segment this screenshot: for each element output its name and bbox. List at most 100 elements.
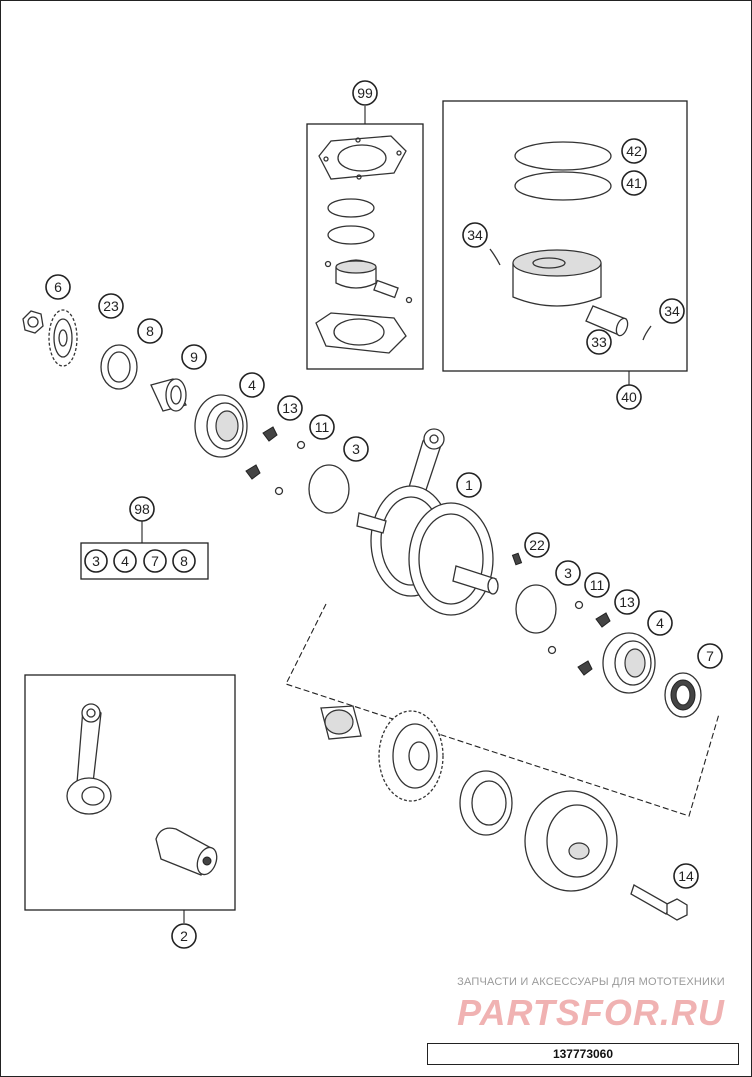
svg-text:7: 7 xyxy=(151,553,159,569)
callout-13-left: 13 xyxy=(277,395,303,421)
svg-text:7: 7 xyxy=(706,648,714,664)
callout-98: 98 xyxy=(129,496,155,522)
callout-22: 22 xyxy=(524,532,550,558)
pin-clip-left xyxy=(489,248,501,266)
callout-3-left: 3 xyxy=(343,436,369,462)
svg-text:34: 34 xyxy=(664,303,680,319)
svg-text:4: 4 xyxy=(656,615,664,631)
svg-text:11: 11 xyxy=(315,419,330,435)
kit98-item-3: 3 xyxy=(84,549,108,573)
svg-text:6: 6 xyxy=(54,279,62,295)
rotor xyxy=(524,790,618,892)
svg-text:4: 4 xyxy=(248,377,256,393)
svg-text:13: 13 xyxy=(282,400,298,416)
svg-text:14: 14 xyxy=(678,868,694,884)
svg-text:23: 23 xyxy=(103,298,119,314)
shaft-seal-8 xyxy=(100,344,138,390)
screw-right-lower xyxy=(547,645,557,655)
pin-clip-right xyxy=(642,325,652,341)
woodruff-key xyxy=(511,552,523,566)
callout-40: 40 xyxy=(616,384,642,410)
svg-text:40: 40 xyxy=(621,389,637,405)
freewheel xyxy=(459,770,513,836)
shim-left xyxy=(308,464,350,514)
assembly-bracket xyxy=(285,603,720,817)
callout-7: 7 xyxy=(697,643,723,669)
piston-ring-top xyxy=(514,141,612,171)
svg-text:3: 3 xyxy=(92,553,100,569)
drawing-number: 137773060 xyxy=(427,1043,739,1065)
screw-upper xyxy=(296,440,306,450)
callout-4-right: 4 xyxy=(647,610,673,636)
piston-kit-box xyxy=(442,100,688,372)
svg-text:9: 9 xyxy=(190,349,198,365)
svg-text:22: 22 xyxy=(529,537,545,553)
kit98-item-4: 4 xyxy=(113,549,137,573)
left-shaft-components xyxy=(22,309,350,514)
svg-text:3: 3 xyxy=(352,441,360,457)
freewheel-assembly xyxy=(285,603,720,921)
callout-11-left: 11 xyxy=(309,414,335,440)
watermark-tagline: ЗАПЧАСТИ И АКСЕССУАРЫ ДЛЯ МОТОТЕХНИКИ xyxy=(457,976,725,988)
shim-right xyxy=(515,584,557,634)
callout-6: 6 xyxy=(45,274,71,300)
con-rod-kit-group xyxy=(24,674,236,923)
starter-gear xyxy=(378,710,444,802)
callout-2: 2 xyxy=(171,923,197,949)
right-shaft-components xyxy=(511,552,702,718)
locking-plate-upper xyxy=(262,426,278,442)
callout-14: 14 xyxy=(673,863,699,889)
svg-text:41: 41 xyxy=(626,175,642,191)
svg-text:3: 3 xyxy=(564,565,572,581)
bearing-kit-98 xyxy=(80,519,209,580)
callout-11-right: 11 xyxy=(584,572,610,598)
svg-text:34: 34 xyxy=(467,227,483,243)
kit98-item-7: 7 xyxy=(143,549,167,573)
svg-text:42: 42 xyxy=(626,143,642,159)
crankshaft xyxy=(356,428,499,616)
gasket-kit-group xyxy=(306,106,424,370)
callout-33: 33 xyxy=(586,329,612,355)
callout-8: 8 xyxy=(137,318,163,344)
screw-right-upper xyxy=(574,600,584,610)
svg-text:8: 8 xyxy=(180,553,188,569)
locking-plate-lower xyxy=(245,464,261,480)
callout-42: 42 xyxy=(621,138,647,164)
callout-34-left: 34 xyxy=(462,222,488,248)
svg-text:13: 13 xyxy=(619,594,635,610)
head-gasket xyxy=(318,135,407,180)
rotor-bolt xyxy=(630,884,672,915)
primary-gear xyxy=(48,309,78,367)
piston-ring-bottom xyxy=(514,171,612,201)
svg-text:4: 4 xyxy=(121,553,129,569)
svg-text:33: 33 xyxy=(591,334,607,350)
gasket-kit-box xyxy=(306,123,424,370)
watermark-brand: PARTSFOR.RU xyxy=(457,992,725,1033)
callout-4-left: 4 xyxy=(239,372,265,398)
callout-9: 9 xyxy=(181,344,207,370)
callout-34-right: 34 xyxy=(659,298,685,324)
screw-lower xyxy=(274,486,284,496)
nut xyxy=(22,310,44,334)
locking-plate-right-lower xyxy=(577,660,593,676)
callout-41: 41 xyxy=(621,170,647,196)
base-gasket xyxy=(315,312,407,354)
svg-text:11: 11 xyxy=(590,577,605,593)
callout-23: 23 xyxy=(98,293,124,319)
callout-13-right: 13 xyxy=(614,589,640,615)
con-rod-kit-box xyxy=(24,674,236,911)
crank-web-right xyxy=(408,502,494,616)
kit98-item-8: 8 xyxy=(172,549,196,573)
kit-98-box xyxy=(80,542,209,580)
svg-text:2: 2 xyxy=(180,928,188,944)
piston-kit-group xyxy=(442,100,688,385)
locking-plate-right-upper xyxy=(595,612,611,628)
callout-1: 1 xyxy=(456,472,482,498)
callout-3-right: 3 xyxy=(555,560,581,586)
svg-text:1: 1 xyxy=(465,477,473,493)
svg-text:99: 99 xyxy=(357,85,373,101)
callout-99: 99 xyxy=(352,80,378,106)
svg-text:98: 98 xyxy=(134,501,150,517)
